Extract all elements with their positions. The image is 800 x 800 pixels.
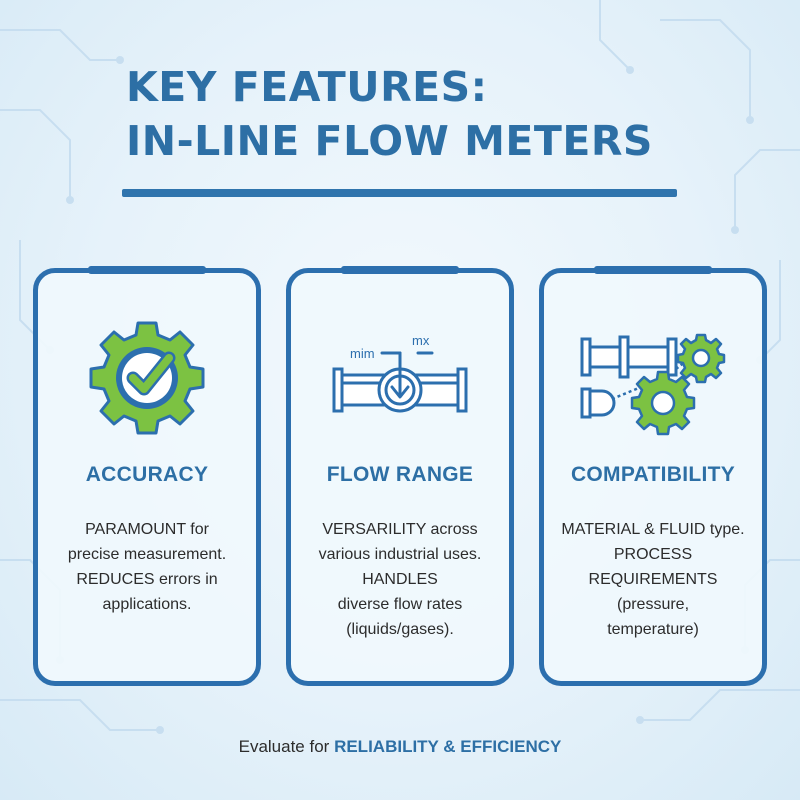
- footer-prefix: Evaluate for: [238, 737, 335, 756]
- card-text-line: diverse flow rates: [337, 596, 463, 613]
- card-text-line: temperature): [607, 621, 699, 638]
- card-text-line: VERSARILITY across: [322, 521, 478, 538]
- card-tab: [88, 266, 206, 274]
- card-text-line: (liquids/gases).: [346, 621, 454, 638]
- feature-card-flow-range: mim mx FLOW RANGE VERSARILITY across var…: [286, 266, 514, 686]
- card-text-line: HANDLES: [362, 571, 438, 588]
- flow-max-label: mx: [412, 333, 430, 348]
- flow-min-label: mim: [350, 346, 375, 361]
- pipes-and-gears-icon: [544, 313, 762, 443]
- feature-card-compatibility: COMPATIBILITY MATERIAL & FLUID type. PRO…: [539, 266, 767, 686]
- page-title: KEY FEATURES: IN-LINE FLOW METERS: [126, 60, 653, 168]
- card-text-line: (pressure,: [616, 596, 690, 613]
- card-title: ACCURACY: [85, 463, 209, 486]
- card-text-line: REDUCES errors in: [76, 571, 218, 588]
- card-text-line: PROCESS REQUIREMENTS: [588, 546, 718, 588]
- footer-callout: Evaluate for RELIABILITY & EFFICIENCY: [0, 737, 800, 757]
- card-title: FLOW RANGE: [326, 463, 474, 486]
- title-line-2: IN-LINE FLOW METERS: [126, 117, 653, 165]
- title-line-1: KEY FEATURES:: [126, 63, 488, 111]
- gear-checkmark-icon: [38, 313, 256, 443]
- card-text-line: MATERIAL & FLUID type.: [561, 521, 745, 538]
- title-underline: [122, 189, 677, 197]
- card-text-line: various industrial uses.: [318, 546, 482, 563]
- pipe-flow-gauge-icon: mim mx: [291, 313, 509, 443]
- card-title: COMPATIBILITY: [570, 463, 736, 486]
- card-description: MATERIAL & FLUID type. PROCESS REQUIREME…: [550, 517, 756, 642]
- card-description: PARAMOUNT for precise measurement. REDUC…: [44, 517, 250, 617]
- card-text-line: PARAMOUNT for: [85, 521, 209, 538]
- card-tab: [594, 266, 712, 274]
- card-text-line: precise measurement.: [67, 546, 227, 563]
- card-tab: [341, 266, 459, 274]
- footer-highlight: RELIABILITY & EFFICIENCY: [334, 737, 562, 756]
- card-description: VERSARILITY across various industrial us…: [297, 517, 503, 642]
- card-text-line: applications.: [102, 596, 192, 613]
- feature-card-accuracy: ACCURACY PARAMOUNT for precise measureme…: [33, 266, 261, 686]
